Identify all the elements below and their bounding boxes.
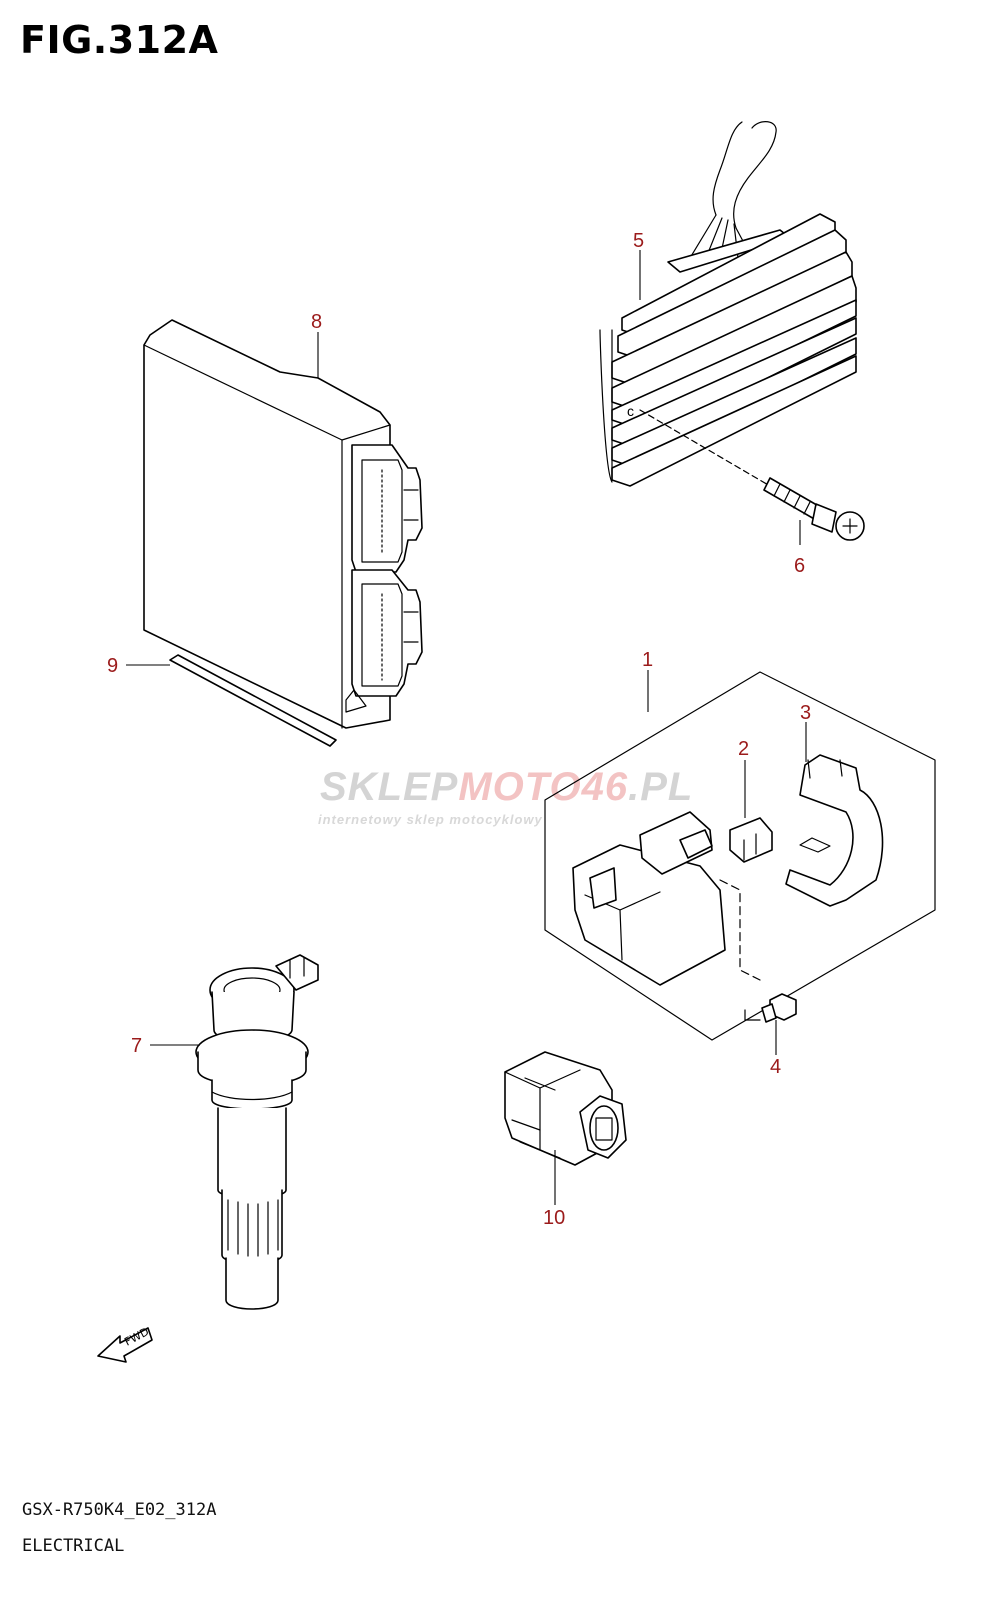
callout-7: 7: [131, 1035, 142, 1057]
callout-10: 10: [543, 1207, 565, 1229]
callout-8: 8: [311, 311, 322, 333]
svg-text:SKLEPMOTO46.PL: SKLEPMOTO46.PL: [320, 765, 693, 809]
watermark-brand-2: MOTO: [458, 765, 581, 809]
ecu-unit: [143, 319, 423, 729]
callout-numbers: 8 5 6 1 2 3 4 7 9 10: [107, 230, 811, 1229]
watermark-brand-4: .PL: [628, 765, 693, 809]
regulator-rectifier: c: [599, 121, 857, 487]
watermark-tagline: internetowy sklep motocyklowy: [318, 812, 543, 827]
relay-cover: [785, 754, 884, 907]
section-name: ELECTRICAL: [22, 1536, 125, 1556]
watermark: SKLEPMOTO46.PL internetowy sklep motocyk…: [318, 765, 693, 827]
fuse: [729, 817, 773, 863]
ignition-coil: [195, 954, 319, 1310]
forward-direction-arrow: FWD: [97, 1325, 153, 1363]
callout-1: 1: [642, 649, 653, 671]
callout-2: 2: [738, 738, 749, 760]
watermark-brand-3: 46: [581, 765, 629, 809]
callout-6: 6: [794, 555, 805, 577]
model-code: GSX-R750K4_E02_312A: [22, 1500, 217, 1520]
starter-relay-assembly: [544, 671, 936, 1041]
leader-lines: [126, 250, 807, 1205]
svg-text:c: c: [627, 403, 634, 419]
callout-4: 4: [770, 1056, 781, 1078]
watermark-brand-1: SKLEP: [320, 765, 458, 809]
mounting-bolt: [639, 409, 865, 541]
callout-3: 3: [800, 702, 811, 724]
ecu-pad: [169, 654, 337, 747]
figure-title: FIG.312A: [20, 18, 219, 62]
wiring-connector: [504, 1051, 627, 1166]
small-bolt: [761, 993, 797, 1023]
callout-5: 5: [633, 230, 644, 252]
callout-9: 9: [107, 655, 118, 677]
